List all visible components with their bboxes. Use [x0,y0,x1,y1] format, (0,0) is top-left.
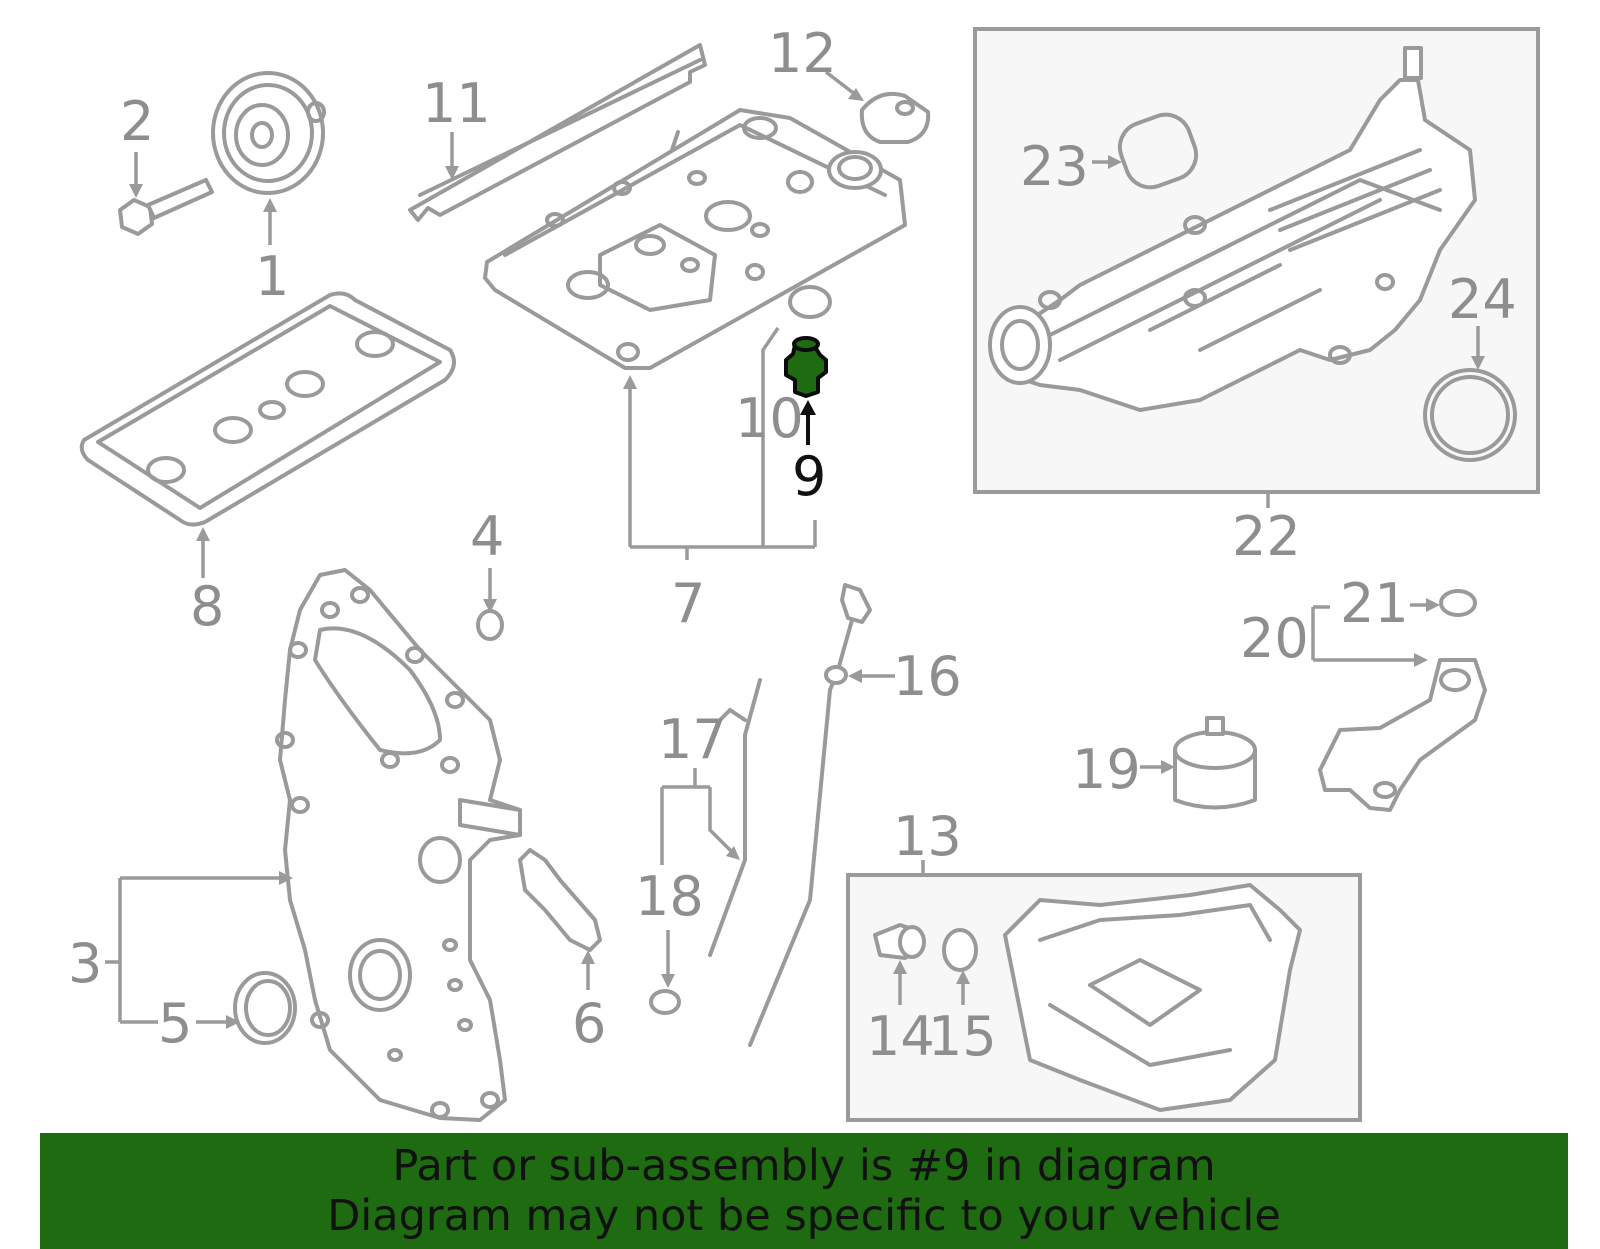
part-14-plug[interactable] [873,923,926,960]
part-18-washer[interactable] [649,989,681,1015]
callout-14: 14 [866,1005,935,1068]
callout-23: 23 [1020,135,1089,198]
part-6-gasket-plate[interactable] [518,848,602,952]
callout-13: 13 [893,805,962,868]
callout-7: 7 [671,572,705,635]
part-15-washer[interactable] [942,928,978,972]
part-10-washer[interactable] [788,285,832,319]
part-21-o-ring[interactable] [1439,589,1477,617]
part-19-filter[interactable] [1173,716,1257,810]
callout-5: 5 [158,992,192,1055]
callout-22: 22 [1232,505,1301,568]
part-11-shield[interactable] [408,43,707,222]
callout-10: 10 [735,387,804,450]
callout-21: 21 [1340,572,1409,635]
part-23-gasket[interactable] [1113,108,1203,195]
callout-19: 19 [1072,738,1141,801]
callout-labels: 1 2 3 4 5 6 7 8 9 10 11 12 13 14 15 16 1… [68,22,1517,1068]
leader-lines [105,70,1485,1029]
part-9-fitting-highlighted[interactable] [784,336,828,398]
callout-9: 9 [792,445,826,508]
callout-4: 4 [470,505,504,568]
callout-16: 16 [893,645,962,708]
part-16-dipstick[interactable] [748,583,872,1047]
callout-3: 3 [68,932,102,995]
callout-18: 18 [635,865,704,928]
part-20-housing[interactable] [1318,658,1487,812]
callout-1: 1 [255,245,289,308]
part-2-bolt[interactable] [118,178,214,236]
part-22-intake-manifold[interactable] [988,46,1477,412]
banner-line-1: Part or sub-assembly is #9 in diagram [392,1141,1216,1191]
part-5-oil-seal[interactable] [233,971,297,1045]
callout-12: 12 [768,22,837,85]
part-13-oil-pan[interactable] [1003,883,1302,1112]
part-17-guide-tube[interactable] [708,678,762,957]
banner-line-2: Diagram may not be specific to your vehi… [327,1191,1281,1241]
callout-17: 17 [658,708,727,771]
callout-24: 24 [1448,268,1517,331]
part-7-valve-cover[interactable] [483,108,907,370]
part-8-gasket[interactable] [79,291,456,527]
callout-2: 2 [120,90,154,153]
part-12-cap[interactable] [859,91,931,144]
part-4-o-ring[interactable] [476,609,504,641]
callout-8: 8 [190,575,224,638]
notice-banner: Part or sub-assembly is #9 in diagram Di… [40,1133,1568,1249]
part-3-timing-cover[interactable] [275,568,522,1122]
callout-6: 6 [572,992,606,1055]
callout-11: 11 [422,72,491,135]
callout-15: 15 [928,1005,997,1068]
part-1-crank-pulley[interactable] [211,71,326,195]
part-24-seal-ring[interactable] [1423,368,1517,462]
callout-20: 20 [1240,607,1309,670]
